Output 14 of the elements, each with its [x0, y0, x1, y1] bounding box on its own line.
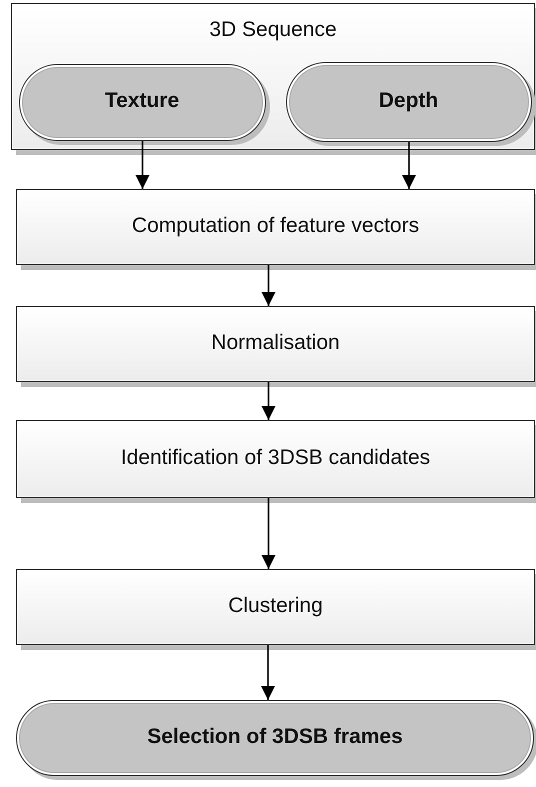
node-label: Clustering [227, 594, 324, 618]
node-label: Computation of feature vectors [130, 214, 420, 238]
node-label: Depth [378, 88, 440, 112]
arrow [136, 141, 150, 189]
arrow [402, 142, 416, 189]
node-label: Identification of 3DSB candidates [120, 446, 432, 470]
arrow [261, 645, 275, 700]
node-label: Selection of 3DSB frames [146, 725, 404, 749]
node-label: Texture [104, 89, 180, 113]
arrow [262, 498, 276, 569]
node-label: 3D Sequence [208, 18, 338, 42]
node-label: Normalisation [210, 331, 341, 355]
arrow [262, 265, 276, 306]
arrow [262, 382, 276, 420]
